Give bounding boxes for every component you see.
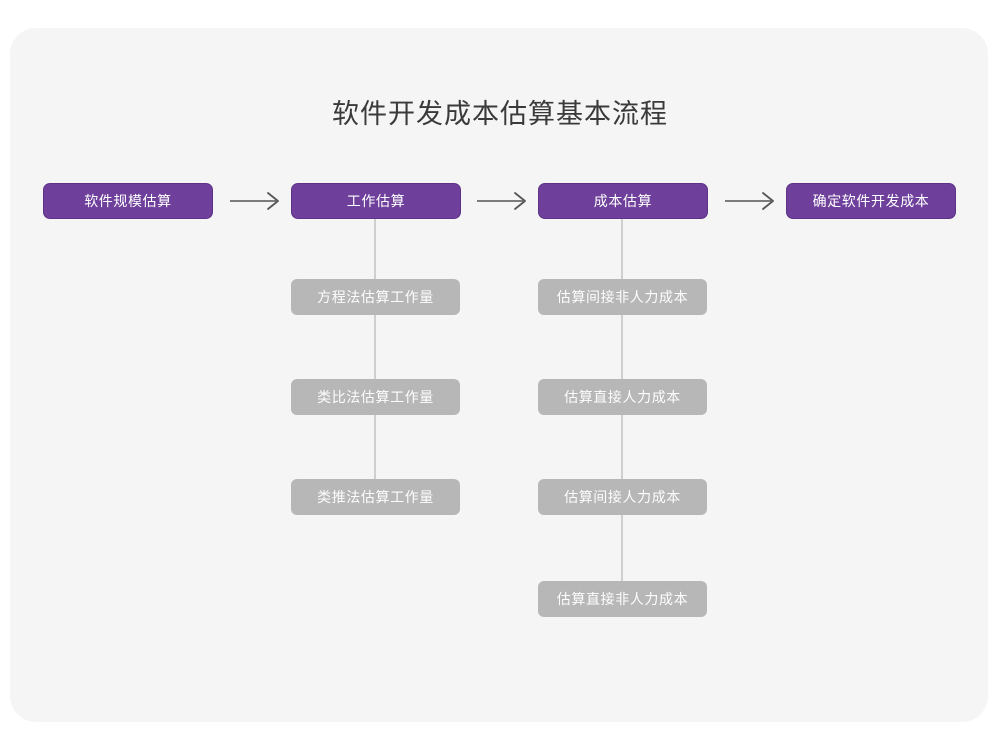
sub-node-direct-labor-cost[interactable]: 估算直接人力成本 [538,379,707,415]
sub-node-indirect-nonlabor-cost[interactable]: 估算间接非人力成本 [538,279,707,315]
flow-node-work-estimation[interactable]: 工作估算 [291,183,461,219]
diagram-card [10,28,988,722]
sub-node-inference-method-effort[interactable]: 类推法估算工作量 [291,479,460,515]
arrow-right-icon [230,192,279,210]
sub-node-direct-nonlabor-cost[interactable]: 估算直接非人力成本 [538,581,707,617]
sub-node-analogy-method-effort[interactable]: 类比法估算工作量 [291,379,460,415]
page-title: 软件开发成本估算基本流程 [332,99,668,129]
arrow-right-icon [725,192,774,210]
flow-node-cost-estimation[interactable]: 成本估算 [538,183,708,219]
arrow-right-icon [477,192,526,210]
arrow-step2-to-step3 [477,189,529,213]
arrow-step3-to-step4 [725,189,777,213]
flow-node-determine-development-cost[interactable]: 确定软件开发成本 [786,183,956,219]
sub-node-equation-method-effort[interactable]: 方程法估算工作量 [291,279,460,315]
flow-node-software-scale-estimation[interactable]: 软件规模估算 [43,183,213,219]
arrow-step1-to-step2 [230,189,282,213]
connector-step3-column [621,219,623,611]
connector-step2-column [374,219,376,509]
sub-node-indirect-labor-cost[interactable]: 估算间接人力成本 [538,479,707,515]
